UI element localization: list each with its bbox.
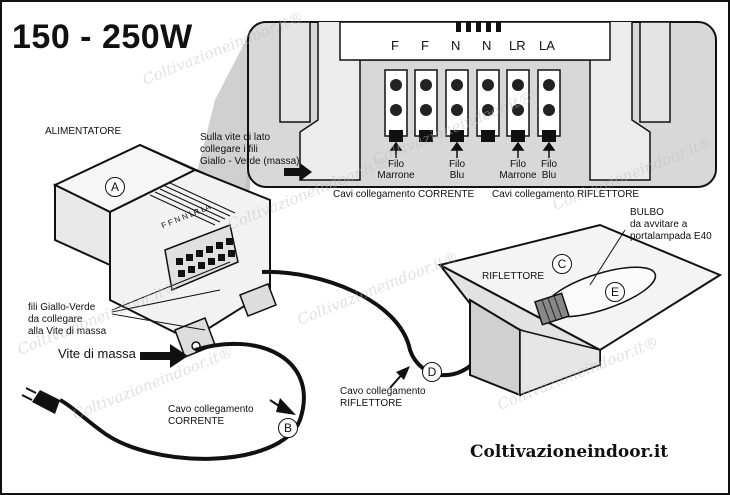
filo-blu-label-2a: Filo: [540, 159, 558, 170]
side-screw-note-line1: Sulla vite di lato: [200, 132, 271, 143]
filo-blu-label-1a: Filo: [448, 159, 466, 170]
side-screw-note-line3: Giallo - Verde (massa): [200, 156, 300, 167]
cavo-corrente-arrow-head: [276, 398, 296, 415]
side-screw-note-line2: collegare i fili: [200, 144, 258, 155]
terminal-block: [384, 69, 408, 142]
terminal-block: [506, 69, 530, 142]
terminal-block: [476, 69, 500, 142]
filo-marrone-label-2a: Filo: [509, 159, 527, 170]
cavo-riflettore-arrow-head: [396, 366, 410, 380]
power-plug: [21, 387, 60, 414]
terminal-block: [414, 69, 438, 142]
badge-c: C: [552, 254, 572, 274]
alimentatore-label: ALIMENTATORE: [45, 126, 122, 137]
filo-marrone-label-1b: Marrone: [377, 170, 415, 181]
fili-giallo-verde-line2: da collegare: [28, 314, 83, 325]
riflettore-label: RIFLETTORE: [482, 271, 545, 282]
badge-e: E: [605, 282, 625, 302]
bulbo-label-3: portalampada E40: [630, 231, 712, 242]
terminal-label: LR: [509, 38, 526, 53]
page-title: 150 - 250W: [12, 18, 193, 56]
cavo-riflettore-line2: RIFLETTORE: [340, 398, 403, 409]
cavi-riflettore-label: Cavi collegamento RIFLETTORE: [492, 189, 640, 200]
terminal-label: N: [482, 38, 492, 53]
cavo-corrente-line1: Cavo collegamento: [168, 404, 254, 415]
leader-lines: [111, 261, 231, 331]
brand-logo-text: Coltivazioneindoor.it: [470, 442, 669, 462]
terminal-blocks: [384, 69, 561, 142]
wire-arrows: [389, 141, 556, 158]
power-cable: [59, 341, 306, 461]
filo-blu-label-1b: Blu: [449, 170, 465, 181]
terminal-label: F: [421, 38, 429, 53]
badge-d: D: [422, 362, 442, 382]
badge-b: B: [278, 418, 298, 438]
zoom-callout-shadow-upper: [190, 32, 250, 200]
bulbo-label-2: da avvitare a: [630, 219, 688, 230]
bulbo-leader: [589, 229, 626, 286]
cavo-riflettore-line1: Cavo collegamento: [340, 386, 426, 397]
bulbo-label-1: BULBO: [630, 207, 664, 218]
terminal-label: F: [391, 38, 399, 53]
terminal-label: N: [451, 38, 461, 53]
terminal-label: LA: [539, 38, 555, 53]
bulb: [534, 266, 657, 326]
filo-marrone-label-1a: Filo: [387, 159, 405, 170]
reflector: [437, 223, 723, 397]
watermark: Coltivazioneindoor.it®: [295, 248, 461, 329]
fili-giallo-verde-line3: alla Vite di massa: [28, 326, 107, 337]
terminal-block: [537, 69, 561, 142]
side-screw-arrow: [284, 163, 312, 181]
ballast-unit: [52, 143, 277, 358]
badge-a: A: [105, 177, 125, 197]
vite-massa-arrow: [140, 344, 188, 368]
terminal-block: [445, 69, 469, 142]
filo-marrone-label-2b: Marrone: [499, 170, 537, 181]
vite-massa-label: Vite di massa: [58, 346, 136, 361]
cavo-corrente-line2: CORRENTE: [168, 416, 225, 427]
fili-giallo-verde-line1: fili Giallo-Verde: [28, 302, 96, 313]
cavi-corrente-label: Cavi collegamento CORRENTE: [333, 189, 475, 200]
filo-blu-label-2b: Blu: [541, 170, 557, 181]
